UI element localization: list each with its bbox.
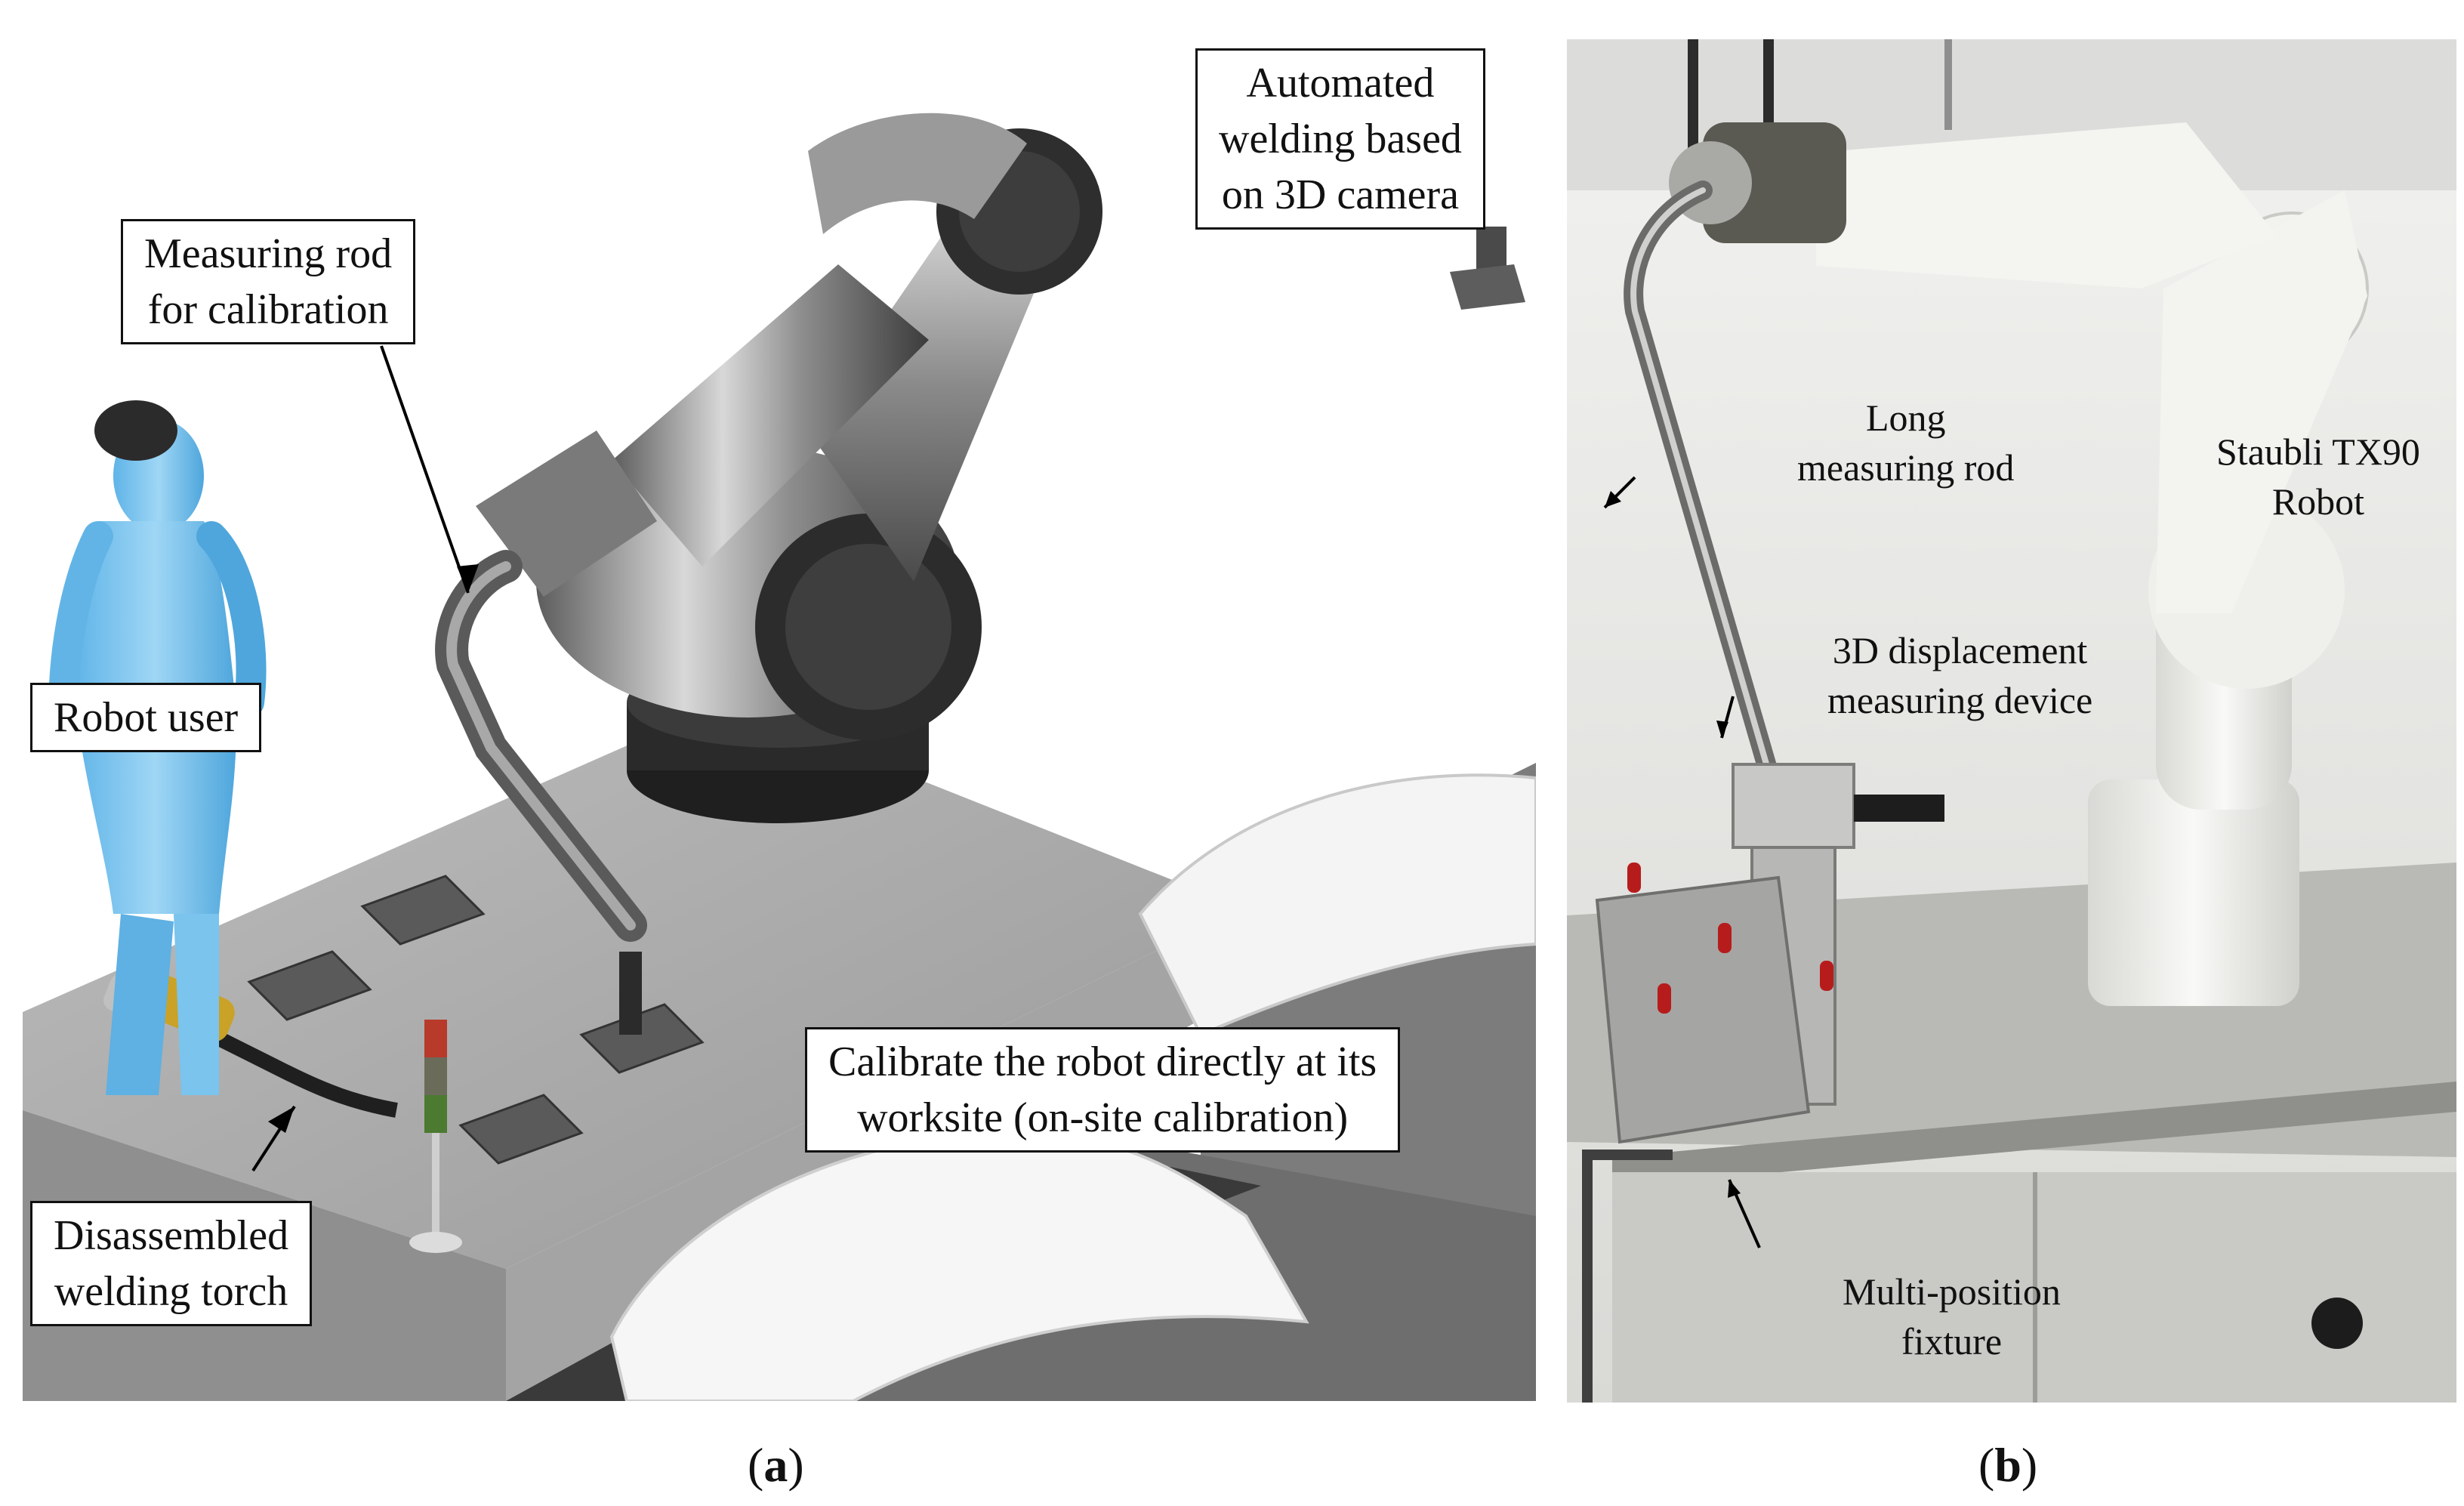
- subfigure-label-a: (a): [748, 1438, 804, 1492]
- long-rod-label: Long measuring rod: [1797, 393, 2014, 492]
- staubli-robot-label-line-1: Staubli TX90: [2216, 431, 2420, 473]
- robot-user-callout-line-1: Robot user: [54, 694, 239, 741]
- subfigure-label-b: (b): [1978, 1438, 2038, 1492]
- long-rod-label-line-1: Long: [1865, 397, 1946, 439]
- welding-torch-callout-line-1: Disassembled: [54, 1212, 289, 1259]
- onsite-calibration-callout-line-2: worksite (on-site calibration): [857, 1094, 1349, 1141]
- measuring-rod-callout: Measuring rod for calibration: [121, 219, 416, 344]
- panel-b-photo: [1567, 39, 2456, 1403]
- staubli-robot-label-line-2: Robot: [2271, 480, 2365, 523]
- displacement-device-label: 3D displacement measuring device: [1827, 625, 2092, 725]
- welding-torch-callout: Disassembled welding torch: [30, 1201, 313, 1326]
- lab-photo: [1567, 39, 2456, 1403]
- onsite-calibration-callout-line-1: Calibrate the robot directly at its: [828, 1038, 1377, 1085]
- onsite-calibration-callout: Calibrate the robot directly at its work…: [805, 1027, 1401, 1153]
- measuring-rod-callout-line-1: Measuring rod: [144, 230, 393, 277]
- displacement-device-label-line-1: 3D displacement: [1832, 629, 2088, 671]
- multi-position-fixture-label-line-2: fixture: [1901, 1320, 2003, 1362]
- multi-position-fixture-label: Multi-position fixture: [1843, 1267, 2061, 1366]
- camera-callout-line-2: welding based: [1219, 116, 1462, 162]
- camera-callout-line-3: on 3D camera: [1221, 171, 1459, 218]
- welding-torch-callout-line-2: welding torch: [54, 1268, 288, 1315]
- camera-callout-line-1: Automated: [1246, 60, 1435, 106]
- subfigure-label-a-letter: a: [763, 1438, 788, 1492]
- measuring-rod-callout-line-2: for calibration: [147, 286, 389, 333]
- camera-callout: Automated welding based on 3D camera: [1195, 48, 1485, 230]
- robot-user-callout: Robot user: [30, 683, 262, 752]
- displacement-device-label-line-2: measuring device: [1827, 679, 2093, 721]
- long-rod-label-line-2: measuring rod: [1797, 446, 2015, 489]
- subfigure-label-b-letter: b: [1994, 1438, 2021, 1492]
- staubli-robot-label: Staubli TX90 Robot: [2216, 427, 2420, 526]
- multi-position-fixture-label-line-1: Multi-position: [1843, 1270, 2061, 1313]
